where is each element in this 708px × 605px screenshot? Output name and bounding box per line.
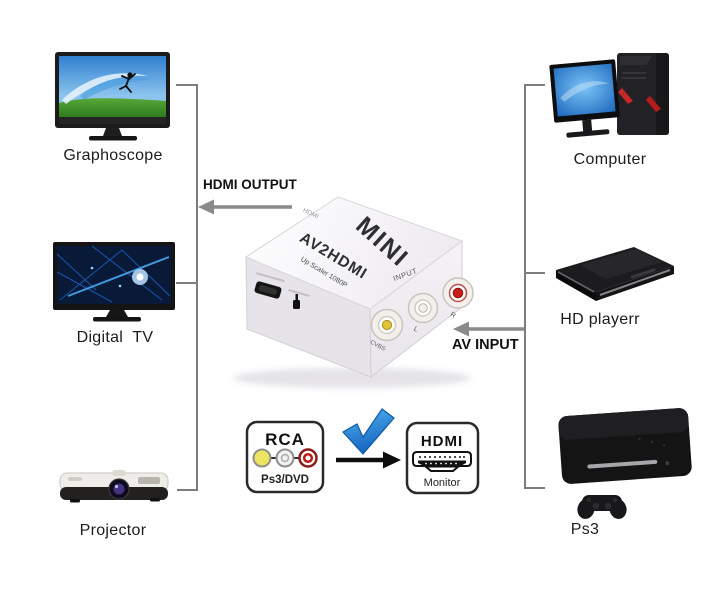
port-label-l: L bbox=[412, 326, 419, 334]
ps3-controller bbox=[577, 495, 627, 519]
hdmi-title: HDMI bbox=[421, 433, 463, 450]
graphoscope-image bbox=[55, 52, 170, 141]
projector-label: Projector bbox=[79, 522, 147, 539]
rca-title: RCA bbox=[265, 430, 305, 449]
hdmi-output-label: HDMI OUTPUT bbox=[203, 177, 297, 192]
rca-source-box: RCA Ps3/DVD bbox=[245, 420, 325, 494]
hd-player-image bbox=[556, 247, 674, 301]
left-connector-line bbox=[176, 84, 198, 491]
rca-subtitle: Ps3/DVD bbox=[261, 474, 309, 486]
computer-label: Computer bbox=[573, 151, 647, 168]
check-icon bbox=[342, 408, 395, 455]
ps3-image bbox=[558, 408, 692, 519]
ps3-label: Ps3 bbox=[570, 521, 600, 538]
arrow-right-icon bbox=[336, 451, 401, 469]
av-input-arrow-icon bbox=[453, 321, 524, 337]
rca-jacks-icon: CVBS L R bbox=[369, 277, 474, 353]
usb-port-icon bbox=[254, 272, 286, 299]
computer-image bbox=[549, 53, 669, 138]
converter-image: HDMI MINI AV2HDMI Up Scaler 1080P INPUT bbox=[234, 196, 474, 388]
av-input-label: AV INPUT bbox=[452, 337, 519, 353]
digital-tv-label: Digital TV bbox=[76, 329, 154, 346]
port-label-r: R bbox=[449, 311, 457, 320]
hdmi-output-arrow-icon bbox=[198, 199, 292, 215]
hd-player-label: HD playerr bbox=[560, 311, 640, 328]
hdmi-target-box: HDMI Monitor bbox=[405, 421, 480, 495]
resolution-switch-icon bbox=[288, 289, 310, 309]
digital-tv-image bbox=[53, 242, 175, 322]
projector-image bbox=[59, 470, 169, 503]
hdmi-plug-icon bbox=[412, 451, 472, 472]
graphoscope-label: Graphoscope bbox=[63, 147, 163, 164]
right-connector-line bbox=[524, 84, 545, 489]
hdmi-subtitle: Monitor bbox=[424, 477, 461, 489]
